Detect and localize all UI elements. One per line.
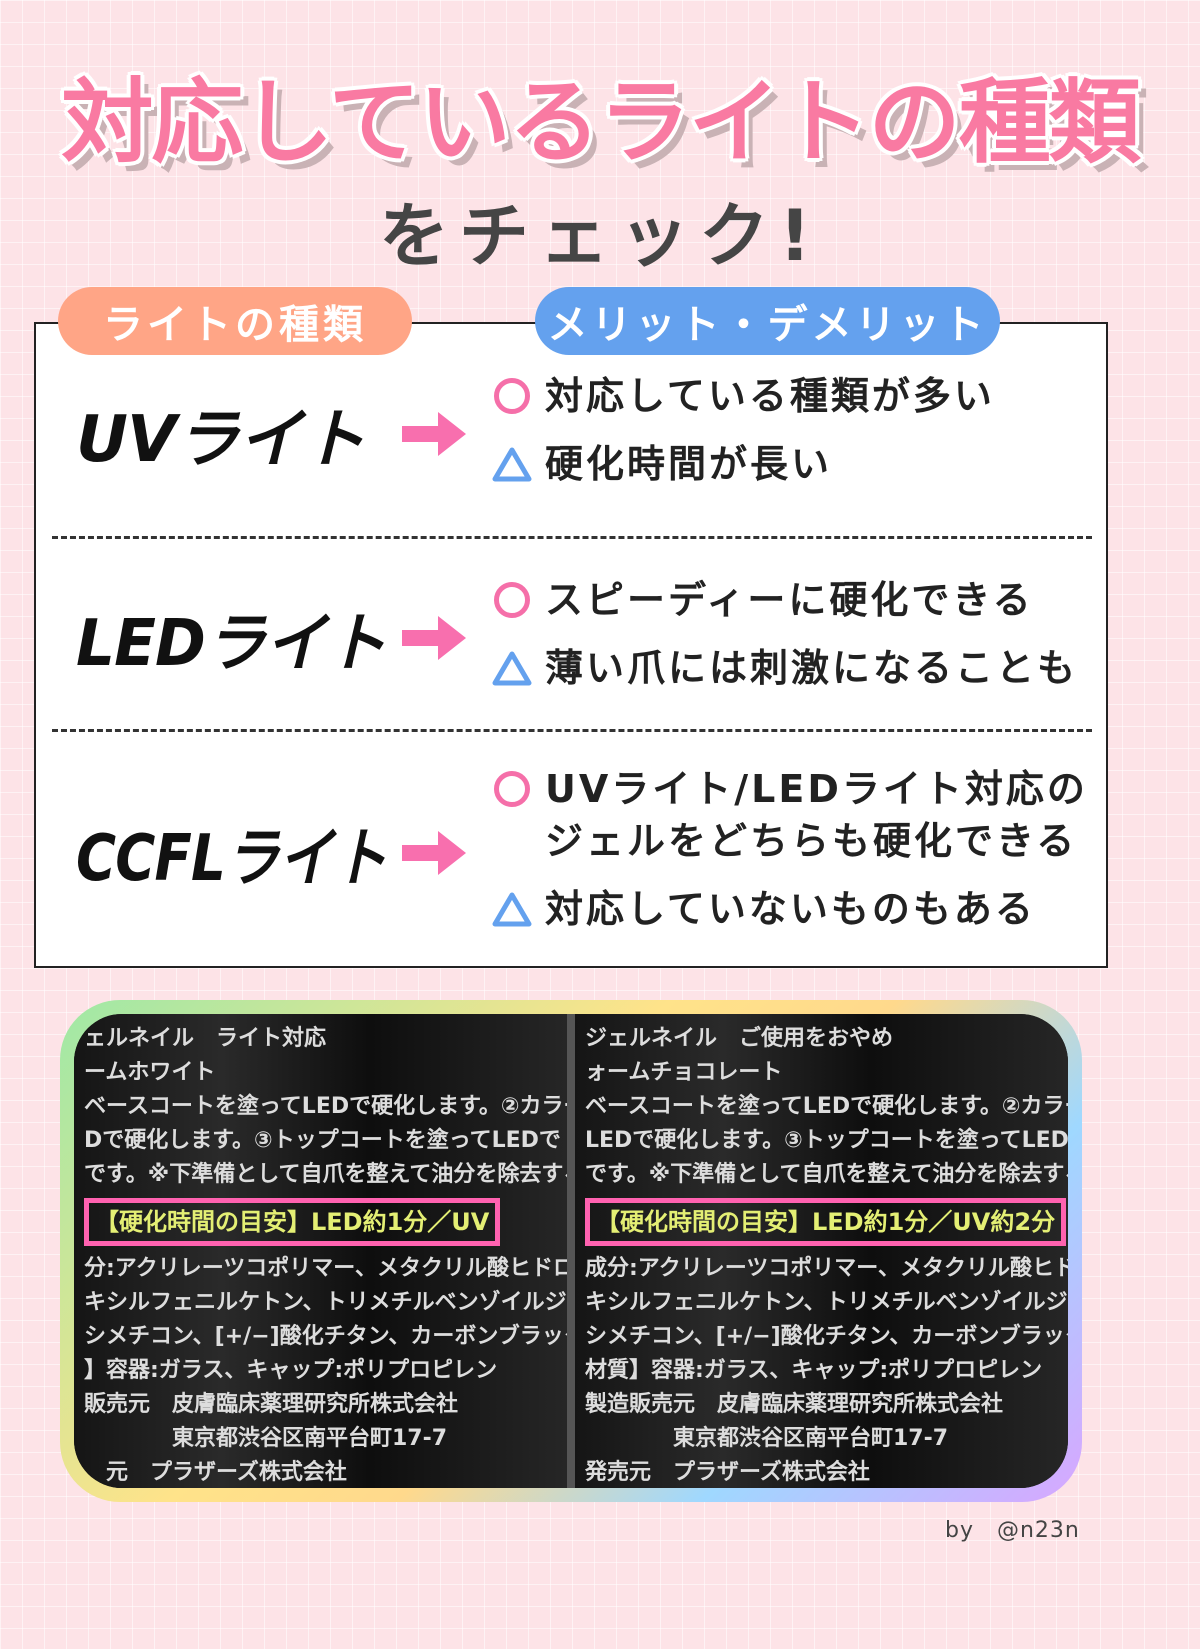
- merit-text: スピーディーに硬化できる: [545, 577, 1034, 622]
- photo-label-line: です。※下準備として自爪を整えて油分を除去する: [84, 1162, 567, 1187]
- light-name: LEDライト: [76, 606, 387, 681]
- demerit-item: 対応していないものもある: [491, 883, 1036, 935]
- photo-label-line: シメチコン、[+/−]酸化チタン、カーボンブラック、赤201: [84, 1324, 567, 1349]
- photo-label-line: ベースコートを塗ってLEDで硬化します。②カラー: [84, 1094, 567, 1119]
- photo-label-line: シメチコン、[+/−]酸化チタン、カーボンブラック、赤201、黄205: [585, 1324, 1068, 1349]
- photo-label-line: 東京都渋谷区南平台町17-7: [84, 1426, 448, 1451]
- comparison-table: [34, 322, 1108, 968]
- photo-label-line: 発売元 プラザーズ株式会社: [585, 1460, 870, 1485]
- photo-label-line: ォームチョコレート: [585, 1060, 783, 1085]
- photo-label-line: LEDで硬化します。③トップコートを塗ってLEDで硬化して出: [585, 1128, 1068, 1153]
- light-row: CCFLライト UVライト/LEDライト対応の ジェルをどちらも硬化できる 対応…: [36, 730, 1106, 968]
- light-name: CCFLライト: [76, 822, 387, 896]
- product-label-photo: ェルネイル ライト対応ームホワイトベースコートを塗ってLEDで硬化します。②カラ…: [74, 1014, 1068, 1488]
- demerit-item: 薄い爪には刺激になることも: [491, 642, 1078, 694]
- arrow-right-icon: [402, 411, 466, 456]
- photo-label-line: キシルフェニルケトン、トリメチルベンゾイルジフェニルホスフィンオキ: [585, 1290, 1068, 1315]
- light-row: LEDライト スピーディーに硬化できる 薄い爪には刺激になることも: [36, 537, 1106, 730]
- demerit-item: 硬化時間が長い: [491, 438, 832, 490]
- photo-label-line: ジェルネイル ご使用をおやめ: [585, 1026, 894, 1051]
- photo-label-line: キシルフェニルケトン、トリメチルベンゾイルジフェニルホス: [84, 1290, 567, 1315]
- product-photo-frame: ェルネイル ライト対応ームホワイトベースコートを塗ってLEDで硬化します。②カラ…: [60, 1000, 1082, 1502]
- triangle-icon: [491, 642, 533, 694]
- demerit-text: 硬化時間が長い: [545, 441, 833, 486]
- circle-icon: [491, 574, 533, 626]
- photo-label-line: ベースコートを塗ってLEDで硬化します。②カラージェルを: [585, 1094, 1068, 1119]
- arrow-right-icon: [402, 831, 466, 875]
- photo-label-line: 分:アクリレーツコポリマー、メタクリル酸ヒドロキシプロピル: [84, 1256, 567, 1281]
- highlighted-cure-time: 【硬化時間の目安】LED約1分／UV: [84, 1198, 501, 1246]
- triangle-icon: [491, 883, 533, 935]
- light-name: UVライト: [76, 402, 365, 477]
- photo-label-line: 販売元 皮膚臨床薬理研究所株式会社: [84, 1392, 459, 1417]
- photo-label-line: 材質】容器:ガラス、キャップ:ポリプロピレン: [585, 1358, 1043, 1383]
- circle-icon: [491, 370, 533, 422]
- photo-label-line: 製造販売元 皮膚臨床薬理研究所株式会社: [585, 1392, 1004, 1417]
- photo-right-bottle: ジェルネイル ご使用をおやめォームチョコレートベースコートを塗ってLEDで硬化し…: [567, 1014, 1068, 1488]
- page-title: 対応しているライトの種類: [61, 69, 1140, 176]
- photo-label-line: 成分:アクリレーツコポリマー、メタクリル酸ヒドロキシプロピル: [585, 1256, 1068, 1281]
- header-merit-demerit: メリット・デメリット: [535, 287, 1000, 355]
- circle-icon: [491, 763, 533, 815]
- photo-label-line: です。※下準備として自爪を整えて油分を除去するとネイルの: [585, 1162, 1068, 1187]
- page-subtitle: をチェック!: [379, 195, 821, 277]
- demerit-text: 薄い爪には刺激になることも: [545, 645, 1079, 690]
- photo-label-line: 元 プラザーズ株式会社: [84, 1460, 347, 1485]
- photo-label-line: Dで硬化します。③トップコートを塗ってLEDで: [84, 1128, 561, 1153]
- merit-text: UVライト/LEDライト対応の ジェルをどちらも硬化できる: [545, 767, 1088, 863]
- merit-item: 対応している種類が多い: [491, 370, 995, 422]
- row-divider: [52, 536, 1092, 539]
- arrow-right-icon: [402, 615, 466, 660]
- author-credit: by @n23n: [945, 1518, 1080, 1543]
- demerit-text: 対応していないものもある: [545, 887, 1036, 931]
- row-divider: [52, 729, 1092, 732]
- merit-item: UVライト/LEDライト対応の ジェルをどちらも硬化できる: [491, 763, 1088, 867]
- header-light-type: ライトの種類: [58, 287, 412, 355]
- photo-left-bottle: ェルネイル ライト対応ームホワイトベースコートを塗ってLEDで硬化します。②カラ…: [74, 1014, 567, 1488]
- highlighted-cure-time: 【硬化時間の目安】LED約1分／UV約2分: [585, 1198, 1067, 1246]
- photo-label-line: 】容器:ガラス、キャップ:ポリプロピレン: [84, 1358, 498, 1383]
- photo-label-line: ームホワイト: [84, 1060, 216, 1085]
- merit-item: スピーディーに硬化できる: [491, 574, 1034, 626]
- photo-label-line: 東京都渋谷区南平台町17-7: [585, 1426, 949, 1451]
- merit-text: 対応している種類が多い: [545, 373, 995, 418]
- light-row: UVライト 対応している種類が多い 硬化時間が長い: [36, 322, 1106, 537]
- triangle-icon: [491, 438, 533, 490]
- photo-label-line: ェルネイル ライト対応: [84, 1026, 327, 1051]
